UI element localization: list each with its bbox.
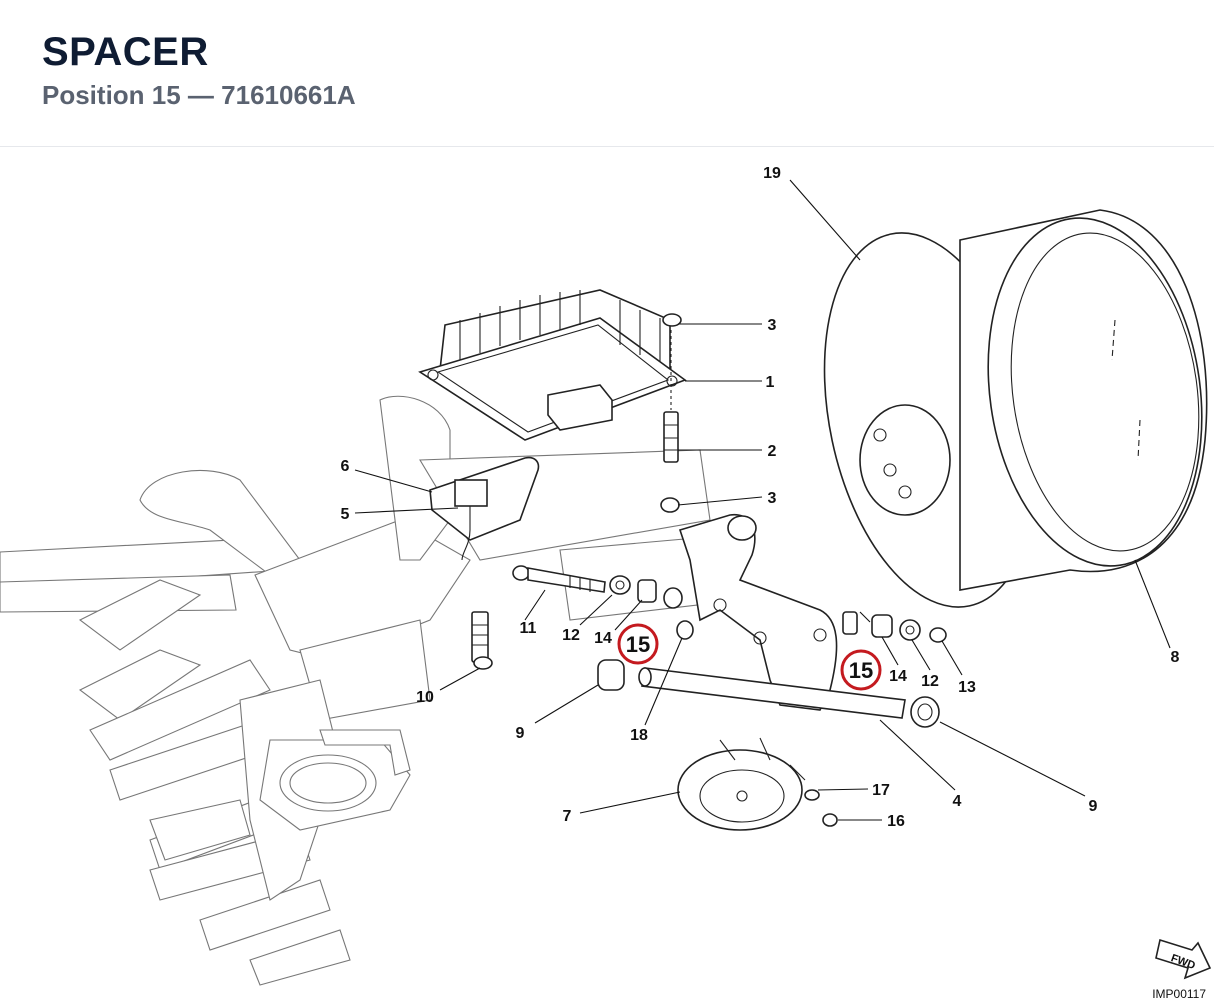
right-washers-spacers <box>842 611 947 643</box>
callout-3-bottom: 3 <box>768 490 777 507</box>
callout-12-left: 12 <box>562 627 580 644</box>
connector-bracket <box>429 456 540 561</box>
frame-structure <box>0 395 741 986</box>
callout-8: 8 <box>1171 649 1180 666</box>
leader-lines <box>354 179 1171 821</box>
callout-14-right: 14 <box>889 668 907 685</box>
callout-18: 18 <box>630 727 648 744</box>
callout-4: 4 <box>953 793 962 810</box>
callout-16: 16 <box>887 813 905 830</box>
callout-5: 5 <box>341 506 350 523</box>
highlight-ring-left <box>617 623 659 665</box>
callout-labels: 3 1 2 3 6 5 19 8 11 12 14 10 9 18 14 12 … <box>341 165 1180 830</box>
callout-1: 1 <box>766 374 775 391</box>
callout-13: 13 <box>958 679 976 696</box>
callout-3-top: 3 <box>768 317 777 334</box>
callout-7: 7 <box>563 808 572 825</box>
callout-9-left: 9 <box>516 725 525 742</box>
page-header: SPACER Position 15 — 71610661A <box>0 0 1214 147</box>
callout-2: 2 <box>768 443 777 460</box>
image-code: IMP00117 <box>1152 987 1206 1001</box>
highlight-ring-right <box>840 649 882 691</box>
callout-12-right: 12 <box>921 673 939 690</box>
callout-17: 17 <box>872 782 890 799</box>
callout-9-right: 9 <box>1089 798 1098 815</box>
callout-14-left: 14 <box>594 630 612 647</box>
callout-15-right: 15 <box>849 658 873 683</box>
long-bolt-and-screw <box>471 565 606 670</box>
callout-10: 10 <box>416 689 434 706</box>
page-subtitle: Position 15 — 71610661A <box>42 80 356 110</box>
fwd-indicator: FWD <box>1155 938 1212 980</box>
callout-6: 6 <box>341 458 350 475</box>
left-washers-spacers <box>609 575 694 640</box>
highlighted-position-15: 15 15 <box>617 623 882 691</box>
nuts-and-stud <box>660 313 682 513</box>
headlamp-assembly <box>823 209 1208 608</box>
callout-19: 19 <box>763 165 781 182</box>
page-title: SPACER <box>42 30 209 74</box>
support-bar <box>597 659 940 728</box>
callout-11: 11 <box>520 620 537 637</box>
horn-assembly <box>677 737 838 831</box>
control-unit <box>418 289 687 441</box>
callout-15-left: 15 <box>626 632 650 657</box>
